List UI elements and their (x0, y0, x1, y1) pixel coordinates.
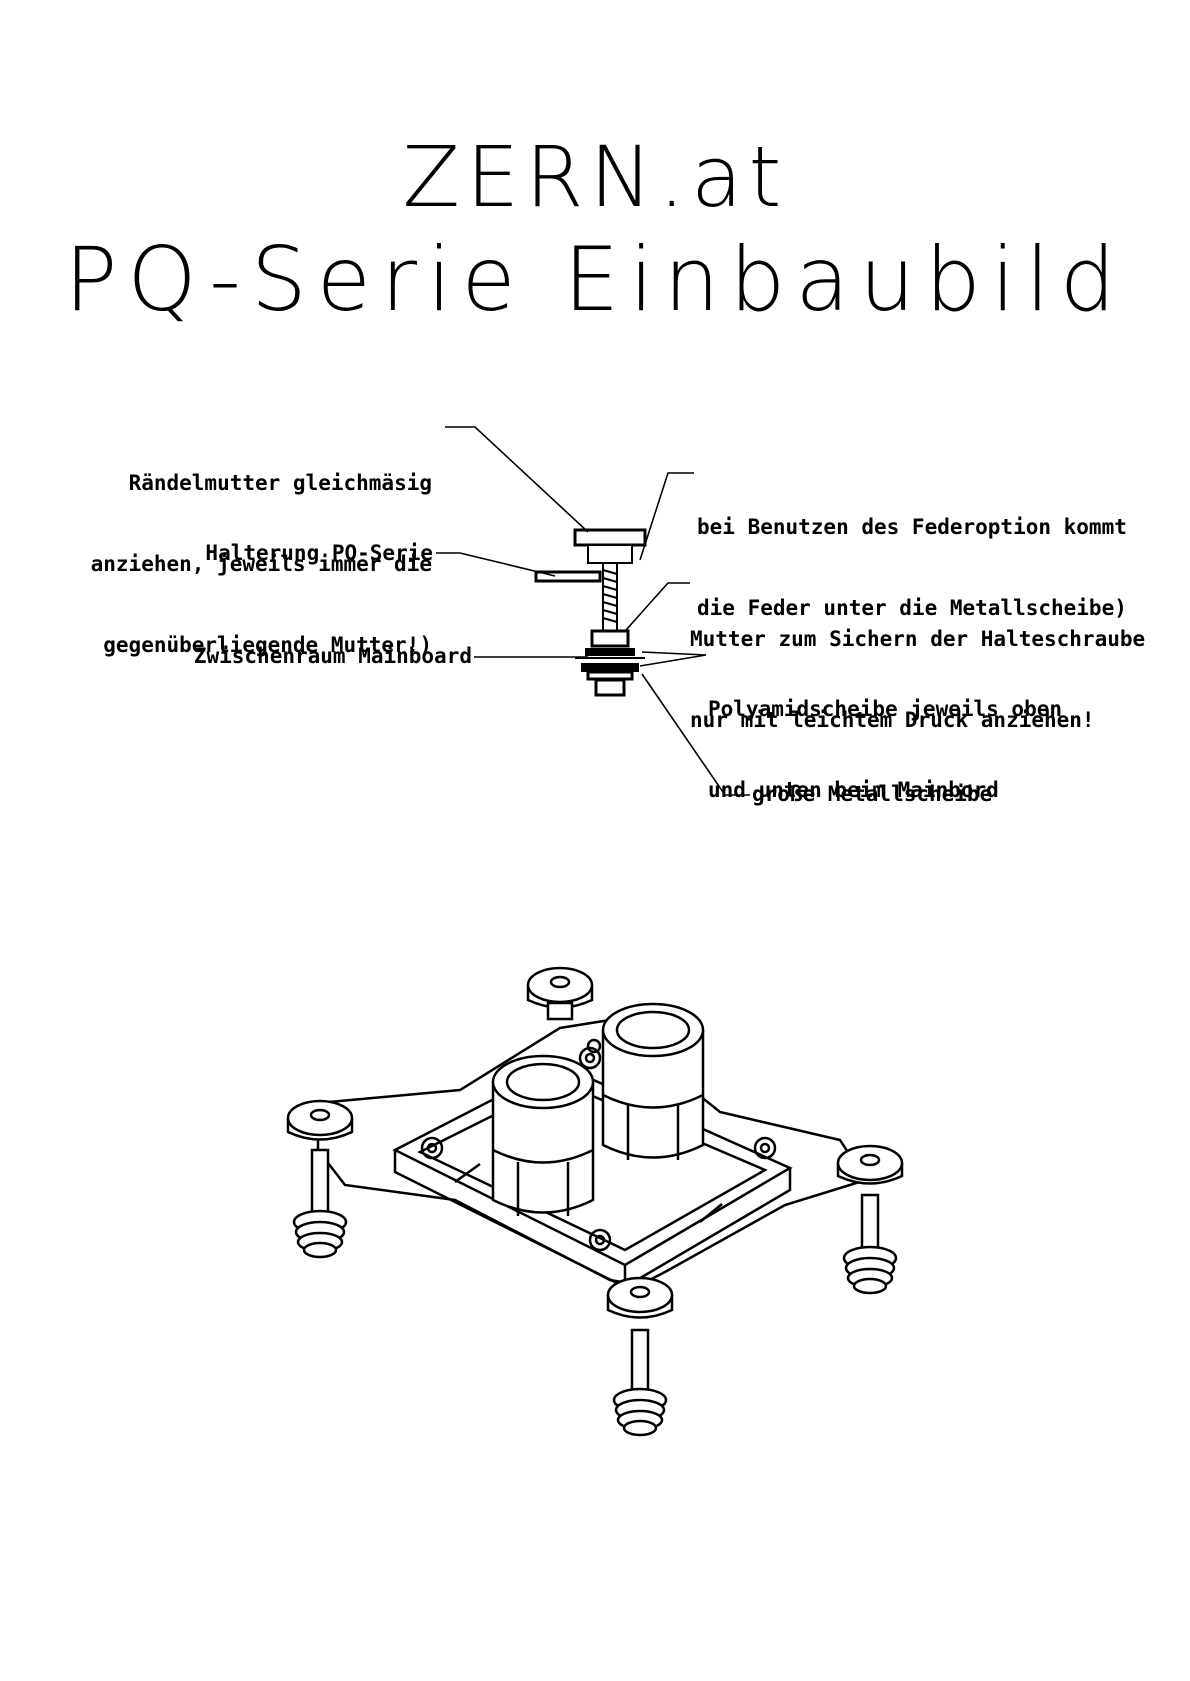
label-mutter-sichern-line-2: nur mit leichtem Druck anziehen! (690, 708, 1095, 732)
label-polyamid-line-2: und unten beim Mainbord (708, 778, 999, 802)
leader-lines (436, 426, 750, 796)
cooler-assembly (286, 966, 904, 1437)
title-line-1: ZERN.at (402, 128, 788, 226)
label-polyamid: Polyamidscheibe jeweils oben und unten b… (708, 642, 1062, 831)
label-randelmutter-line-3: gegenüberliegende Mutter!) (103, 633, 432, 657)
label-metallscheibe: große Metallscheibe (752, 782, 993, 806)
label-zwischenraum: Zwischenraum Mainboard (193, 644, 472, 668)
label-polyamid-line-1: Polyamidscheibe jeweils oben (708, 697, 1063, 721)
label-feder-line-2: die Feder unter die Metallscheibe) (697, 596, 1127, 620)
label-randelmutter-line-2: anziehen, jeweils immer die (90, 552, 432, 576)
screw-detail (534, 528, 647, 697)
label-halterung: Halterung PQ-Serie (205, 541, 433, 565)
label-feder: bei Benutzen des Federoption kommt die F… (697, 460, 1127, 649)
label-mutter-sichern-line-1: Mutter zum Sichern der Halteschraube (690, 627, 1146, 651)
label-randelmutter-line-1: Rändelmutter gleichmäsig (128, 471, 432, 495)
label-feder-line-1: bei Benutzen des Federoption kommt (697, 515, 1127, 539)
label-randelmutter: Rändelmutter gleichmäsig anziehen, jewei… (90, 416, 432, 686)
title-line-2: PQ-Serie Einbaubild (64, 228, 1126, 331)
label-mutter-sichern: Mutter zum Sichern der Halteschraube nur… (690, 572, 1145, 761)
